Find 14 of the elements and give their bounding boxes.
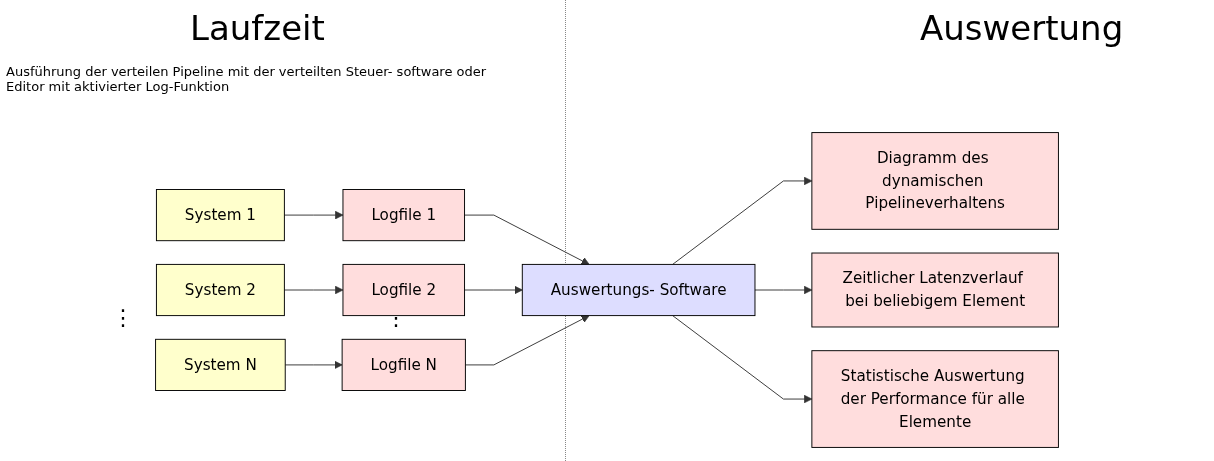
description-text: Ausführung der verteilen Pipeline mit der verteilten Steuer- software oder Editor mit aktivierter Log-Funktion bbox=[6, 64, 488, 94]
section-heading: Laufzeit bbox=[190, 8, 325, 48]
node-box: Auswertungs- Software bbox=[521, 263, 756, 317]
node-box: Logfile 1 bbox=[342, 189, 466, 242]
node-box: System N bbox=[155, 338, 286, 391]
node-box: Logfile N bbox=[341, 338, 466, 391]
node-box: System 2 bbox=[155, 263, 285, 317]
ellipsis: ⋮ bbox=[112, 305, 134, 330]
node-box: Diagramm des dynamischen Pipelineverhaltens bbox=[811, 132, 1059, 230]
node-box: Statistische Auswertung der Performance für alle Elemente bbox=[811, 350, 1059, 448]
node-box: System 1 bbox=[155, 189, 285, 242]
node-box: Logfile 2 bbox=[342, 263, 466, 317]
section-heading: Auswertung bbox=[920, 8, 1124, 48]
node-box: Zeitlicher Latenzverlauf bei beliebigem Element bbox=[811, 252, 1059, 328]
